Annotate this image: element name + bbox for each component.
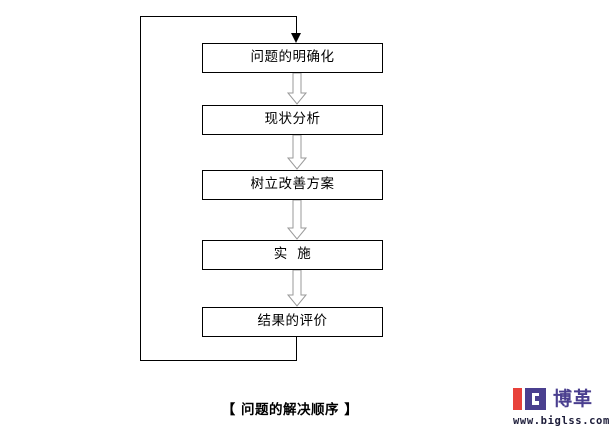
brand-logo-row: 博革 bbox=[513, 386, 609, 412]
feedback-loop-exit-line bbox=[296, 337, 297, 361]
process-label-step-2: 现状分析 bbox=[264, 111, 321, 128]
process-label-step-1: 问题的明确化 bbox=[250, 49, 335, 66]
block-arrow-down-icon-3 bbox=[284, 200, 310, 240]
block-arrow-down-icon-2 bbox=[284, 135, 310, 170]
feedback-loop-bottom-line bbox=[140, 360, 297, 361]
process-label-step-4: 实 施 bbox=[273, 246, 312, 263]
process-box-step-2[interactable]: 现状分析 bbox=[202, 105, 383, 135]
block-arrow-down-icon-1 bbox=[284, 73, 310, 105]
process-box-step-1[interactable]: 问题的明确化 bbox=[202, 43, 383, 73]
feedback-loop-left-line bbox=[140, 16, 141, 361]
process-box-step-5[interactable]: 结果的评价 bbox=[202, 307, 383, 337]
brand-name-cn: 博革 bbox=[553, 387, 594, 410]
feedback-loop-top-line bbox=[140, 16, 297, 17]
block-arrow-down-icon-4 bbox=[284, 270, 310, 307]
diagram-caption: 【 问题的解决顺序 】 bbox=[221, 402, 359, 418]
feedback-arrowhead-icon bbox=[291, 33, 301, 43]
process-label-step-5: 结果的评价 bbox=[257, 313, 328, 330]
process-label-step-3: 树立改善方案 bbox=[250, 176, 335, 193]
brand-mark-icon bbox=[513, 387, 549, 411]
process-box-step-3[interactable]: 树立改善方案 bbox=[202, 170, 383, 200]
process-box-step-4[interactable]: 实 施 bbox=[202, 240, 383, 270]
brand-watermark: 博革 www.biglss.com bbox=[513, 386, 609, 431]
brand-url: www.biglss.com bbox=[513, 415, 610, 427]
feedback-loop-entry-line bbox=[296, 16, 297, 35]
